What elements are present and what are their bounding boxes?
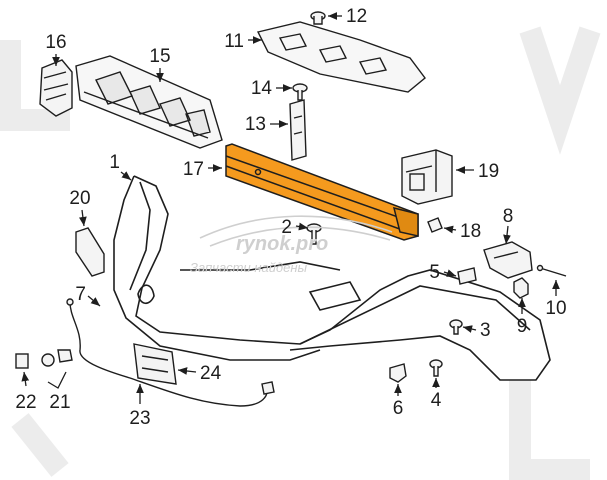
part-13-shape <box>289 99 307 161</box>
callout-13: 13 <box>245 114 266 135</box>
part-21-shape <box>41 349 73 367</box>
part-16-shape <box>39 59 73 117</box>
callout-24: 24 <box>200 363 222 384</box>
callout-6: 6 <box>393 398 404 419</box>
part-3-shape <box>449 319 463 335</box>
part-20-shape <box>75 227 105 277</box>
callout-10: 10 <box>545 298 566 319</box>
watermark-logo-text: rynok.pro <box>236 233 328 255</box>
part-14-shape <box>292 83 308 101</box>
callout-12: 12 <box>346 6 367 27</box>
part-1-bumper-fascia <box>113 175 551 381</box>
part-11-shape <box>256 21 426 93</box>
part-10-shape <box>536 264 567 277</box>
part-17-impact-bar <box>225 143 419 241</box>
part-9-shape <box>513 277 529 299</box>
callout-4: 4 <box>431 390 442 411</box>
part-6-shape <box>389 363 407 383</box>
callout-22: 22 <box>15 392 36 413</box>
callout-17: 17 <box>183 159 204 180</box>
callout-3: 3 <box>480 320 491 341</box>
callout-11: 11 <box>224 31 244 52</box>
part-18-shape <box>427 217 443 233</box>
part-8-shape <box>483 241 533 279</box>
callout-14: 14 <box>251 78 273 99</box>
callout-18: 18 <box>460 221 481 242</box>
callout-1: 1 <box>109 152 120 173</box>
callout-2: 2 <box>281 217 292 238</box>
watermark-caption: Запчасти найдены <box>190 260 308 275</box>
callout-20: 20 <box>69 188 90 209</box>
part-7-shape <box>66 298 275 407</box>
part-4-shape <box>429 359 443 377</box>
callout-15: 15 <box>149 46 170 67</box>
part-19-shape <box>401 149 453 205</box>
part-24-shape <box>133 343 177 385</box>
callout-19: 19 <box>478 161 499 182</box>
callout-21: 21 <box>49 392 70 413</box>
part-22-shape <box>15 353 29 369</box>
callout-8: 8 <box>503 206 514 227</box>
part-5-shape <box>457 267 477 285</box>
callout-9: 9 <box>517 316 528 337</box>
callout-7: 7 <box>75 284 86 305</box>
callout-5: 5 <box>429 262 440 283</box>
leader-lines <box>21 12 560 404</box>
part-12-shape <box>310 11 326 25</box>
part-15-shape <box>75 55 223 149</box>
callout-labels: 1 2 3 4 5 6 7 8 9 10 11 12 13 14 15 16 1… <box>15 6 566 429</box>
background-watermark <box>0 26 601 480</box>
callout-16: 16 <box>45 32 66 53</box>
callout-23: 23 <box>129 408 150 429</box>
